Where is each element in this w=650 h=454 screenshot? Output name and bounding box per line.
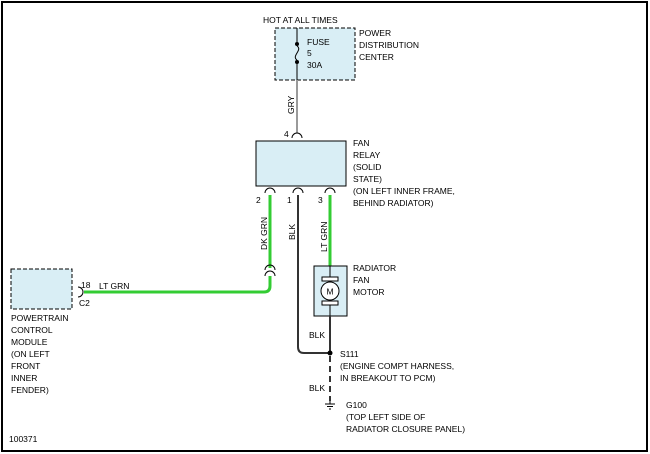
- fuse-icon: [294, 28, 300, 80]
- pcm-name-line-1: POWERTRAIN: [11, 313, 68, 323]
- fuse-label: FUSE: [307, 37, 330, 47]
- motor-symbol: M: [326, 287, 333, 297]
- splice-s111-dot: [327, 350, 333, 356]
- pcm-connector: C2: [79, 298, 90, 308]
- pcm-connector-icon: [77, 286, 84, 298]
- power-header: HOT AT ALL TIMES: [263, 15, 338, 25]
- pcm-name-line-2: CONTROL: [11, 325, 53, 335]
- ground-icon: [325, 401, 335, 410]
- relay-name-line-3: (SOLID: [353, 162, 381, 172]
- relay-name-line-6: BEHIND RADIATOR): [353, 198, 434, 208]
- pcm-name-line-6: INNER: [11, 373, 37, 383]
- motor-icon: [320, 266, 340, 316]
- pcm-name-line-7: FENDER): [11, 385, 49, 395]
- motor-name-line-3: MOTOR: [353, 287, 384, 297]
- power-name-line-3: CENTER: [359, 52, 394, 62]
- splice-id: S111: [340, 349, 359, 359]
- figure-id: 100371: [9, 434, 38, 444]
- wire-label-lt-grn-relay: LT GRN: [319, 222, 329, 252]
- ground-id: G100: [346, 400, 367, 410]
- relay-pin-3-connector-icon: [324, 187, 336, 194]
- motor-name-line-2: FAN: [353, 275, 370, 285]
- relay-pin-4-connector-icon: [291, 132, 303, 139]
- power-name-line-1: POWER: [359, 28, 391, 38]
- ground-desc-line-2: RADIATOR CLOSURE PANEL): [346, 424, 465, 434]
- wire-label-blk-ground: BLK: [309, 383, 325, 393]
- pcm-name-line-3: MODULE: [11, 337, 48, 347]
- pcm-box: [10, 268, 73, 310]
- relay-pin-1: 1: [287, 195, 292, 205]
- ground-desc-line-1: (TOP LEFT SIDE OF: [346, 412, 425, 422]
- fuse-number: 5: [307, 48, 312, 58]
- wire-label-gry: GRY: [286, 95, 296, 114]
- wire-label-blk-relay: BLK: [287, 224, 297, 240]
- fan-relay-box: [255, 140, 347, 187]
- pcm-name-line-4: (ON LEFT: [11, 349, 50, 359]
- dk-grn-inline-connector-arc-icon: [264, 270, 276, 277]
- power-distribution-box: [274, 27, 356, 81]
- pcm-pin: 18: [81, 280, 91, 290]
- relay-name-line-2: RELAY: [353, 150, 381, 160]
- motor-name-line-1: RADIATOR: [353, 263, 396, 273]
- fuse-rating: 30A: [307, 60, 322, 70]
- wire-lt-grn-pcm: [84, 276, 272, 294]
- relay-pin-2-connector-icon: [264, 187, 276, 194]
- relay-pin-2: 2: [256, 195, 261, 205]
- wire-label-dk-grn: DK GRN: [259, 217, 269, 250]
- relay-pin-3: 3: [318, 195, 323, 205]
- wire-blk-relay: [297, 195, 330, 354]
- wire-label-blk-motor: BLK: [309, 330, 325, 340]
- power-name-line-2: DISTRIBUTION: [359, 40, 419, 50]
- pcm-name-line-5: FRONT: [11, 361, 40, 371]
- splice-desc-line-1: (ENGINE COMPT HARNESS,: [340, 361, 454, 371]
- relay-pin-4: 4: [284, 129, 289, 139]
- relay-name-line-5: (ON LEFT INNER FRAME,: [353, 186, 455, 196]
- relay-name-line-1: FAN: [353, 138, 370, 148]
- splice-desc-line-2: IN BREAKOUT TO PCM): [340, 373, 436, 383]
- dk-grn-inline-connector-icon: [264, 264, 276, 271]
- relay-name-line-4: STATE): [353, 174, 382, 184]
- wire-label-lt-grn-pcm: LT GRN: [99, 281, 129, 291]
- relay-pin-1-connector-icon: [292, 187, 304, 194]
